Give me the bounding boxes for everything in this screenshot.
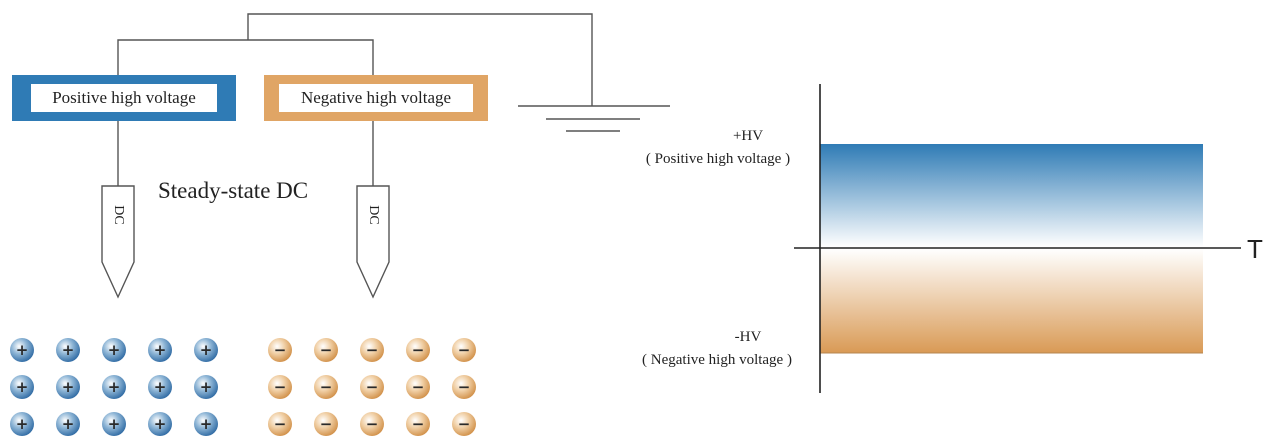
- positive-charge-icon-symbol: +: [108, 341, 121, 359]
- wiring: [117, 13, 593, 186]
- positive-level-sublabel: ( Positive high voltage ): [645, 151, 791, 167]
- negative-level-sublabel: ( Negative high voltage ): [642, 352, 792, 368]
- positive-charge-icon: +: [148, 412, 172, 436]
- negative-charge-icon: −: [360, 412, 384, 436]
- positive-charge-icon-symbol: +: [154, 415, 167, 433]
- positive-charge-icon-symbol: +: [62, 378, 75, 396]
- negative-charge-icon: −: [452, 412, 476, 436]
- negative-charge-icon-symbol: −: [366, 378, 379, 396]
- negative-charge-icon: −: [268, 375, 292, 399]
- negative-charge-icon-symbol: −: [320, 378, 333, 396]
- mode-label: Steady-state DC: [158, 178, 309, 203]
- wire-top-bus: [117, 39, 374, 76]
- negative-charge-icon-symbol: −: [412, 415, 425, 433]
- negative-charge-icon: −: [406, 412, 430, 436]
- negative-charge-icon-symbol: −: [412, 378, 425, 396]
- positive-charge-icon-symbol: +: [200, 341, 213, 359]
- negative-source-label: Negative high voltage: [279, 84, 473, 112]
- right-electrode-label: DC: [366, 205, 381, 225]
- positive-charge-icon: +: [10, 338, 34, 362]
- positive-charge-icon: +: [56, 412, 80, 436]
- positive-charge-icon: +: [56, 338, 80, 362]
- positive-charge-icon-symbol: +: [16, 415, 29, 433]
- positive-charge-icon: +: [102, 375, 126, 399]
- positive-charge-icon: +: [10, 412, 34, 436]
- negative-charge-icon: −: [360, 375, 384, 399]
- left-electrode-label: DC: [111, 205, 126, 225]
- negative-charge-icon-symbol: −: [458, 415, 471, 433]
- positive-charge-icon-symbol: +: [16, 378, 29, 396]
- negative-charge-icon-symbol: −: [320, 415, 333, 433]
- time-axis-label: T: [1247, 234, 1263, 264]
- positive-charge-icon-symbol: +: [200, 378, 213, 396]
- left-electrode: [101, 185, 135, 299]
- negative-charge-icon: −: [314, 375, 338, 399]
- ground-icon: [518, 105, 670, 132]
- positive-charge-icon-symbol: +: [154, 341, 167, 359]
- negative-charge-icon: −: [314, 338, 338, 362]
- positive-level-label: +HV: [732, 128, 764, 144]
- negative-charge-icon: −: [452, 375, 476, 399]
- negative-charge-icon-symbol: −: [458, 341, 471, 359]
- positive-charge-icon-symbol: +: [62, 341, 75, 359]
- negative-voltage-fill: [820, 249, 1203, 353]
- positive-charge-icon: +: [102, 412, 126, 436]
- positive-charge-icon: +: [148, 375, 172, 399]
- negative-charge-icon: −: [360, 338, 384, 362]
- positive-charge-icon: +: [194, 375, 218, 399]
- positive-source-box: Positive high voltage: [12, 75, 236, 121]
- positive-voltage-fill: [820, 144, 1203, 247]
- positive-charge-icon: +: [194, 412, 218, 436]
- positive-charge-icon: +: [148, 338, 172, 362]
- positive-charge-icon-symbol: +: [108, 415, 121, 433]
- negative-charge-icon-symbol: −: [274, 341, 287, 359]
- negative-charge-icon-symbol: −: [274, 378, 287, 396]
- negative-charge-icon-symbol: −: [366, 341, 379, 359]
- negative-charge-icon: −: [406, 338, 430, 362]
- positive-source-label: Positive high voltage: [31, 84, 217, 112]
- positive-charge-icon-symbol: +: [62, 415, 75, 433]
- negative-charge-icon: −: [406, 375, 430, 399]
- negative-charge-icon-symbol: −: [274, 415, 287, 433]
- positive-charge-icon-symbol: +: [16, 341, 29, 359]
- negative-source-box: Negative high voltage: [264, 75, 488, 121]
- positive-charge-icon-symbol: +: [108, 378, 121, 396]
- negative-charge-icon: −: [452, 338, 476, 362]
- negative-charge-icon: −: [314, 412, 338, 436]
- right-electrode: [356, 185, 390, 299]
- positive-charge-icon-symbol: +: [200, 415, 213, 433]
- positive-charge-icon: +: [102, 338, 126, 362]
- negative-charge-icon-symbol: −: [320, 341, 333, 359]
- negative-charge-icon-symbol: −: [366, 415, 379, 433]
- positive-charge-icon: +: [10, 375, 34, 399]
- positive-charge-icon-symbol: +: [154, 378, 167, 396]
- positive-charge-icon: +: [56, 375, 80, 399]
- negative-charge-icon: −: [268, 412, 292, 436]
- negative-level-label: -HV: [734, 329, 762, 345]
- wire-to-ground: [247, 13, 593, 106]
- negative-charge-icon: −: [268, 338, 292, 362]
- negative-charge-icon-symbol: −: [458, 378, 471, 396]
- negative-charge-icon-symbol: −: [412, 341, 425, 359]
- positive-charge-icon: +: [194, 338, 218, 362]
